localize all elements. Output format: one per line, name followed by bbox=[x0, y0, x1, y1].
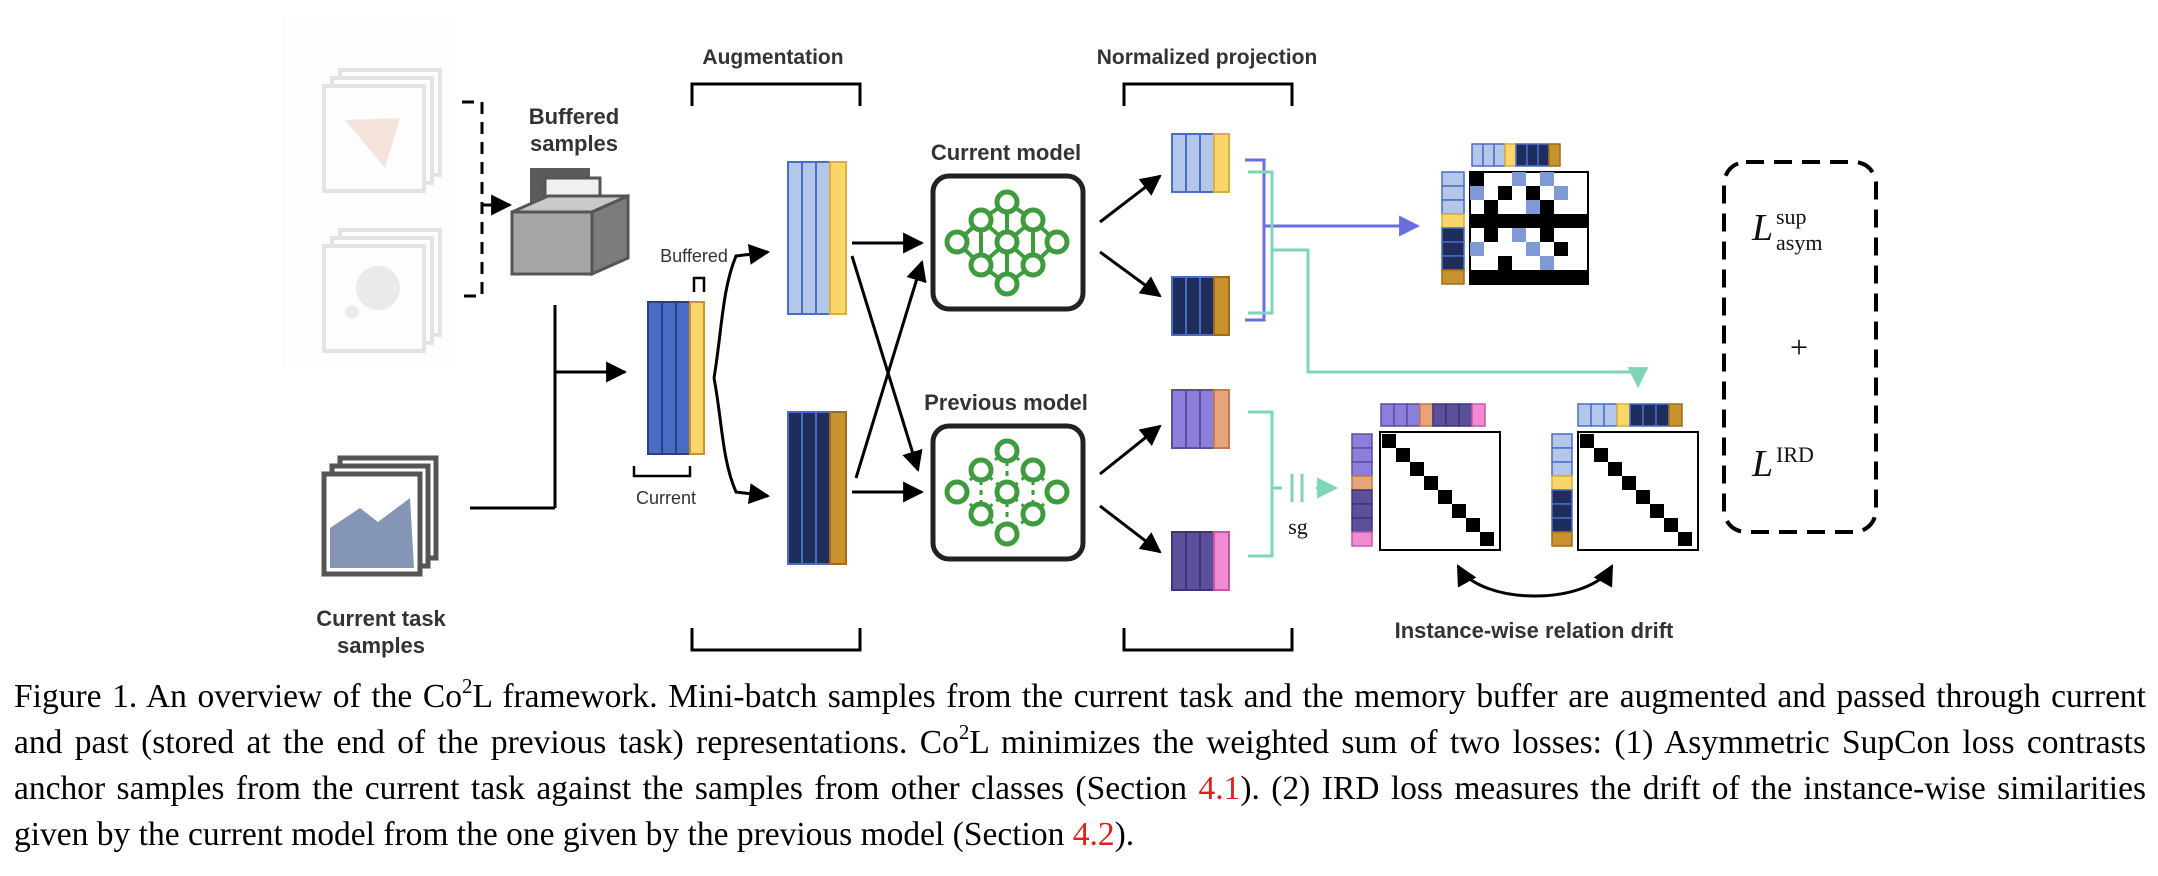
projection-bracket-top bbox=[1122, 82, 1294, 106]
current-bracket-label: Current bbox=[636, 488, 696, 508]
caption-part-3: L minimizes the weighted sum of two loss… bbox=[14, 724, 2146, 807]
buffered-samples-label-1: Buffered bbox=[529, 104, 619, 129]
loss-sup-symbol: L bbox=[1751, 207, 1773, 249]
caption-ref-section-4-1[interactable]: 4.1 bbox=[1198, 770, 1241, 807]
instance-drift-label: Instance-wise relation drift bbox=[1395, 618, 1674, 643]
loss-sup-asym: L sup asym bbox=[1751, 204, 1822, 255]
ird-current-left-vector bbox=[1551, 433, 1573, 547]
augmentation-label: Augmentation bbox=[702, 46, 843, 69]
current-model-network-icon bbox=[930, 173, 1086, 312]
ird-current-top-vector bbox=[1577, 403, 1683, 427]
augmented-view-2 bbox=[787, 411, 847, 565]
projection-previous-1 bbox=[1171, 389, 1230, 449]
caption-sup-1: 2 bbox=[461, 673, 473, 698]
mini-batch bbox=[632, 276, 706, 478]
supcon-top-vector bbox=[1471, 143, 1561, 167]
ird-matrix-current bbox=[1551, 403, 1699, 551]
augmentation-arrows bbox=[712, 243, 771, 505]
model-input-arrows bbox=[850, 232, 927, 503]
current-task-label-1: Current task bbox=[316, 606, 446, 631]
loss-ird: L IRD bbox=[1751, 442, 1814, 485]
figure-caption: Figure 1. An overview of the Co2L framew… bbox=[14, 674, 2146, 858]
ird-previous-left-vector bbox=[1351, 433, 1373, 547]
current-task-images-icon bbox=[321, 455, 439, 577]
previous-model-label: Previous model bbox=[924, 390, 1088, 415]
augmentation-bracket-top bbox=[690, 82, 862, 106]
projection-previous-2 bbox=[1171, 531, 1230, 591]
ird-previous-top-vector bbox=[1380, 403, 1486, 427]
augmentation-bracket-bottom bbox=[690, 628, 862, 652]
caption-part-1: Figure 1. An overview of the Co bbox=[14, 678, 462, 715]
merge-arrows bbox=[470, 305, 628, 510]
previous-model-network-icon bbox=[930, 423, 1086, 562]
stop-gradient-icon bbox=[1282, 472, 1316, 506]
augmented-view-1 bbox=[787, 161, 847, 315]
plus-sign: + bbox=[1790, 329, 1808, 365]
loss-sup-subscript: asym bbox=[1776, 230, 1822, 255]
projection-bracket-bottom bbox=[1122, 628, 1294, 652]
ird-matrix-previous bbox=[1351, 403, 1501, 551]
current-task-label-2: samples bbox=[337, 633, 425, 658]
loss-ird-symbol: L bbox=[1751, 443, 1773, 485]
caption-sup-2: 2 bbox=[958, 719, 970, 744]
supcon-left-vector bbox=[1441, 171, 1465, 285]
supcon-matrix bbox=[1441, 143, 1589, 285]
buffer-box-icon bbox=[510, 168, 630, 277]
projection-current-2 bbox=[1171, 276, 1230, 336]
buffered-samples-label-2: samples bbox=[530, 131, 618, 156]
current-model-label: Current model bbox=[931, 140, 1081, 165]
buffered-bracket-label: Buffered bbox=[660, 246, 728, 266]
caption-ref-section-4-2[interactable]: 4.2 bbox=[1072, 816, 1115, 853]
faded-buffered-images bbox=[282, 16, 513, 368]
caption-part-4: ). (2) IRD loss measures the drift of th… bbox=[14, 770, 2147, 853]
loss-sup-superscript: sup bbox=[1776, 204, 1807, 229]
sg-label: sg bbox=[1288, 514, 1308, 539]
normalized-projection-label: Normalized projection bbox=[1097, 46, 1318, 69]
projection-current-1 bbox=[1171, 133, 1230, 193]
projection-arrows bbox=[1099, 174, 1162, 554]
drift-double-arrow-icon bbox=[1456, 564, 1614, 598]
caption-part-2: L framework. Mini-batch samples from the… bbox=[14, 678, 2146, 761]
caption-part-5: ). bbox=[1114, 816, 1135, 853]
loss-ird-superscript: IRD bbox=[1776, 442, 1814, 467]
